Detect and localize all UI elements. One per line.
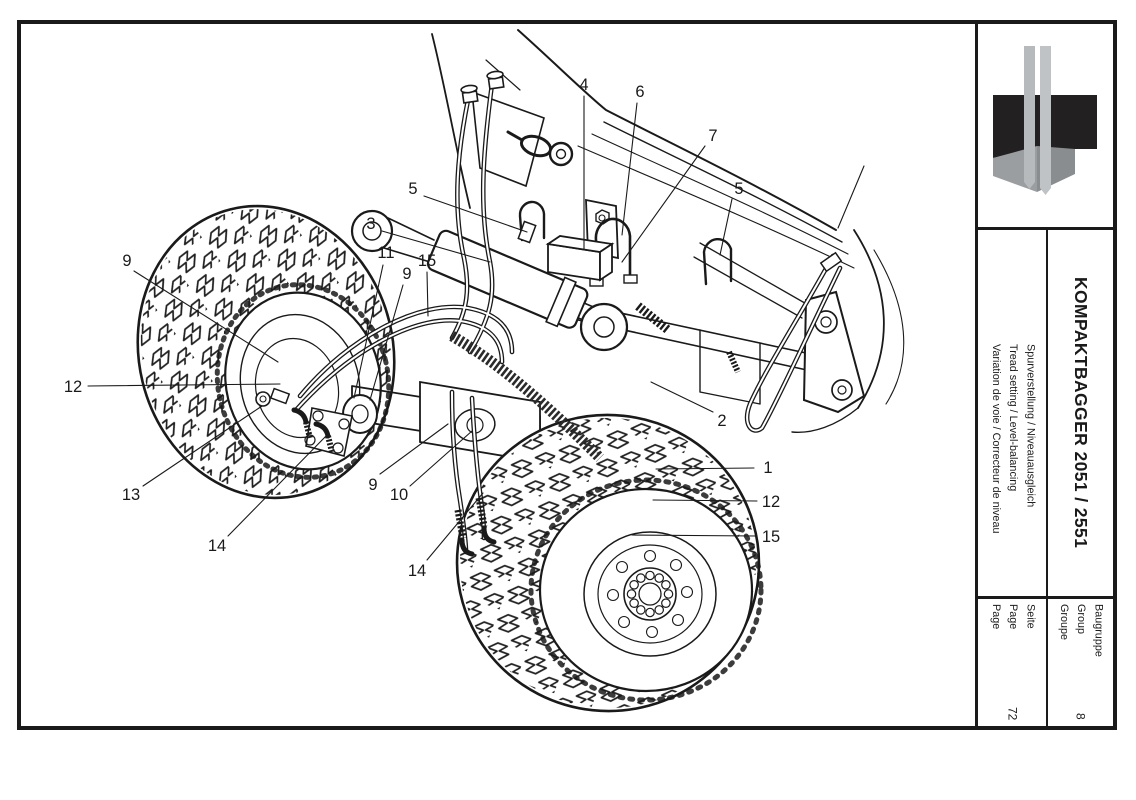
leader-line xyxy=(353,264,384,399)
callout-label: 5 xyxy=(408,180,417,198)
group-cell: Baugruppe Group Groupe 8 xyxy=(1048,599,1113,726)
product-title: KOMPAKTBAGGER 2051 / 2551 xyxy=(1071,277,1091,549)
callout-label: 6 xyxy=(635,83,644,101)
leader-line xyxy=(621,102,638,236)
manufacturer-logo xyxy=(993,46,1097,195)
sidebar-divider xyxy=(975,20,978,730)
subtitle-german: Spurverstellung / Niveauausgleich xyxy=(1024,344,1037,508)
leader-line xyxy=(426,271,429,317)
callout-label: 14 xyxy=(408,562,426,580)
sidebar-logo-divider xyxy=(978,227,1113,230)
callout-label: 13 xyxy=(122,486,140,504)
leader-line xyxy=(379,423,449,475)
leader-line xyxy=(621,145,706,263)
leader-line xyxy=(133,270,279,363)
leader-line xyxy=(409,430,473,487)
group-labels: Baugruppe Group Groupe xyxy=(1057,604,1105,657)
leader-line xyxy=(381,230,491,263)
subtitle-cell: Spurverstellung / Niveauausgleich Tread … xyxy=(979,230,1046,596)
sidebar-column-divider xyxy=(1046,228,1048,728)
logo-cell xyxy=(979,24,1113,227)
fittings xyxy=(255,70,843,557)
leader-line xyxy=(652,499,758,502)
leader-line xyxy=(631,534,758,537)
leader-line xyxy=(87,383,281,387)
callout-label: 9 xyxy=(122,252,131,270)
callout-label: 12 xyxy=(762,493,780,511)
leader-line xyxy=(423,195,528,233)
callout-label: 14 xyxy=(208,537,226,555)
callout-label: 4 xyxy=(579,76,588,94)
callout-label: 15 xyxy=(762,528,780,546)
subtitle-english: Tread setting / Level-balancing xyxy=(1007,344,1020,492)
leader-line xyxy=(719,198,733,256)
hydraulic-cylinder xyxy=(350,200,733,352)
page-cell: Seite Page Page 72 xyxy=(979,599,1046,726)
callout-label: 9 xyxy=(368,476,377,494)
callout-label: 1 xyxy=(763,459,772,477)
leader-line xyxy=(369,284,404,401)
callout-label: 10 xyxy=(390,486,408,504)
page-value: 72 xyxy=(1005,706,1020,720)
page-labels: Seite Page Page xyxy=(989,604,1037,630)
callout-label: 9 xyxy=(402,265,411,283)
callout-label: 11 xyxy=(377,244,394,262)
leader-line xyxy=(227,433,329,537)
title-cell: KOMPAKTBAGGER 2051 / 2551 xyxy=(1048,230,1113,596)
sidebar-info-divider xyxy=(978,596,1113,599)
callout-label: 12 xyxy=(64,378,82,396)
callout-label: 5 xyxy=(734,180,743,198)
callout-label: 7 xyxy=(708,127,717,145)
subtitle-french: Variation de voie / Correcteur de niveau xyxy=(989,344,1002,534)
leader-line xyxy=(426,492,484,561)
group-value: 8 xyxy=(1073,713,1088,720)
machine-body xyxy=(431,29,905,433)
callout-label: 15 xyxy=(418,252,436,270)
leader-line xyxy=(142,405,263,487)
front-tire xyxy=(455,413,764,713)
callout-label: 2 xyxy=(717,412,726,430)
callout-layer: 4 6 7 5 5 311 15 9 9 12 13 14 9 10 14 2 1 12 15 xyxy=(64,76,780,580)
callout-label: 3 xyxy=(366,215,375,233)
leader-line xyxy=(655,467,755,470)
leader-line xyxy=(650,381,714,413)
